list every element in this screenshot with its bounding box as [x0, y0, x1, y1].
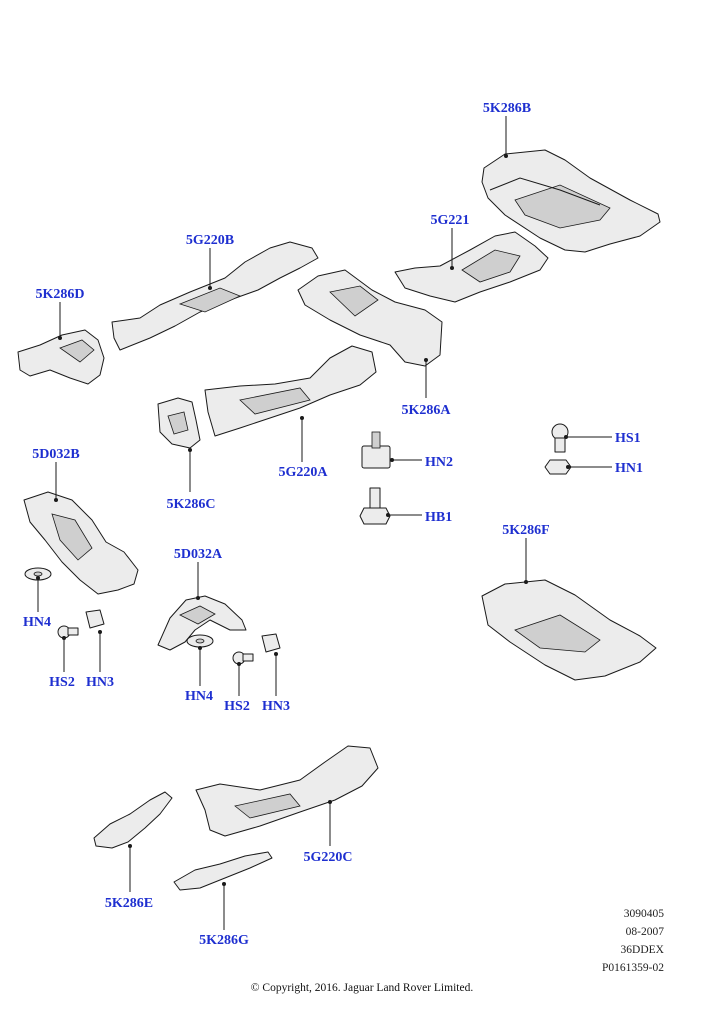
label-5G220A[interactable]: 5G220A [279, 465, 329, 480]
label-5K286A[interactable]: 5K286A [402, 403, 452, 418]
label-5K286C[interactable]: 5K286C [167, 497, 216, 512]
part-HS2-left[interactable] [57, 625, 79, 639]
label-5K286E[interactable]: 5K286E [105, 896, 153, 911]
part-labels: 5K286B 5G221 5G220B 5K286D 5K286A 5K286C… [23, 101, 643, 948]
part-HN2[interactable] [361, 431, 391, 469]
part-HN3-mid[interactable] [261, 633, 281, 653]
label-HN2[interactable]: HN2 [425, 455, 453, 470]
label-5D032A[interactable]: 5D032A [174, 547, 223, 562]
label-5G220C[interactable]: 5G220C [304, 850, 353, 865]
part-5G220A[interactable] [204, 345, 377, 437]
part-5K286A[interactable] [297, 269, 443, 367]
part-HS2-mid[interactable] [232, 651, 254, 665]
label-HS1[interactable]: HS1 [615, 431, 641, 446]
diagram-code: 36DDEX [620, 944, 664, 956]
part-5K286G[interactable] [173, 851, 273, 891]
part-5D032A[interactable] [157, 595, 247, 651]
part-5G220B[interactable] [111, 241, 319, 351]
diagram-ref: 3090405 [623, 908, 664, 920]
leader-lines [36, 116, 612, 930]
label-5K286F[interactable]: 5K286F [502, 523, 549, 538]
part-5K286C[interactable] [157, 397, 201, 449]
label-5K286D[interactable]: 5K286D [36, 287, 85, 302]
label-HN4-left[interactable]: HN4 [23, 615, 51, 630]
part-HS1[interactable] [551, 423, 569, 453]
part-HB1[interactable] [359, 487, 391, 525]
part-5D032B[interactable] [23, 491, 139, 595]
label-5D032B[interactable]: 5D032B [32, 447, 79, 462]
label-5G221[interactable]: 5G221 [431, 213, 470, 228]
part-HN3-left[interactable] [85, 609, 105, 629]
label-HN3-mid[interactable]: HN3 [262, 699, 290, 714]
part-5G221[interactable] [394, 231, 549, 303]
label-HS2-mid[interactable]: HS2 [224, 699, 250, 714]
label-HN4-mid[interactable]: HN4 [185, 689, 213, 704]
label-HN1[interactable]: HN1 [615, 461, 643, 476]
part-5G220C[interactable] [195, 745, 379, 837]
part-5K286E[interactable] [93, 791, 173, 849]
part-5K286B[interactable] [481, 149, 661, 253]
copyright-notice: © Copyright, 2016. Jaguar Land Rover Lim… [250, 982, 474, 994]
label-HN3-left[interactable]: HN3 [86, 675, 114, 690]
part-5K286D[interactable] [17, 329, 105, 385]
label-HB1[interactable]: HB1 [425, 510, 452, 525]
part-HN4-mid[interactable] [186, 634, 214, 648]
label-5K286G[interactable]: 5K286G [199, 933, 249, 948]
diagram-pid: P0161359-02 [602, 962, 664, 974]
label-HS2-left[interactable]: HS2 [49, 675, 75, 690]
label-5K286B[interactable]: 5K286B [483, 101, 531, 116]
label-5G220B[interactable]: 5G220B [186, 233, 234, 248]
part-HN1[interactable] [544, 459, 572, 475]
part-5K286F[interactable] [481, 579, 657, 681]
diagram-date: 08-2007 [625, 926, 664, 938]
